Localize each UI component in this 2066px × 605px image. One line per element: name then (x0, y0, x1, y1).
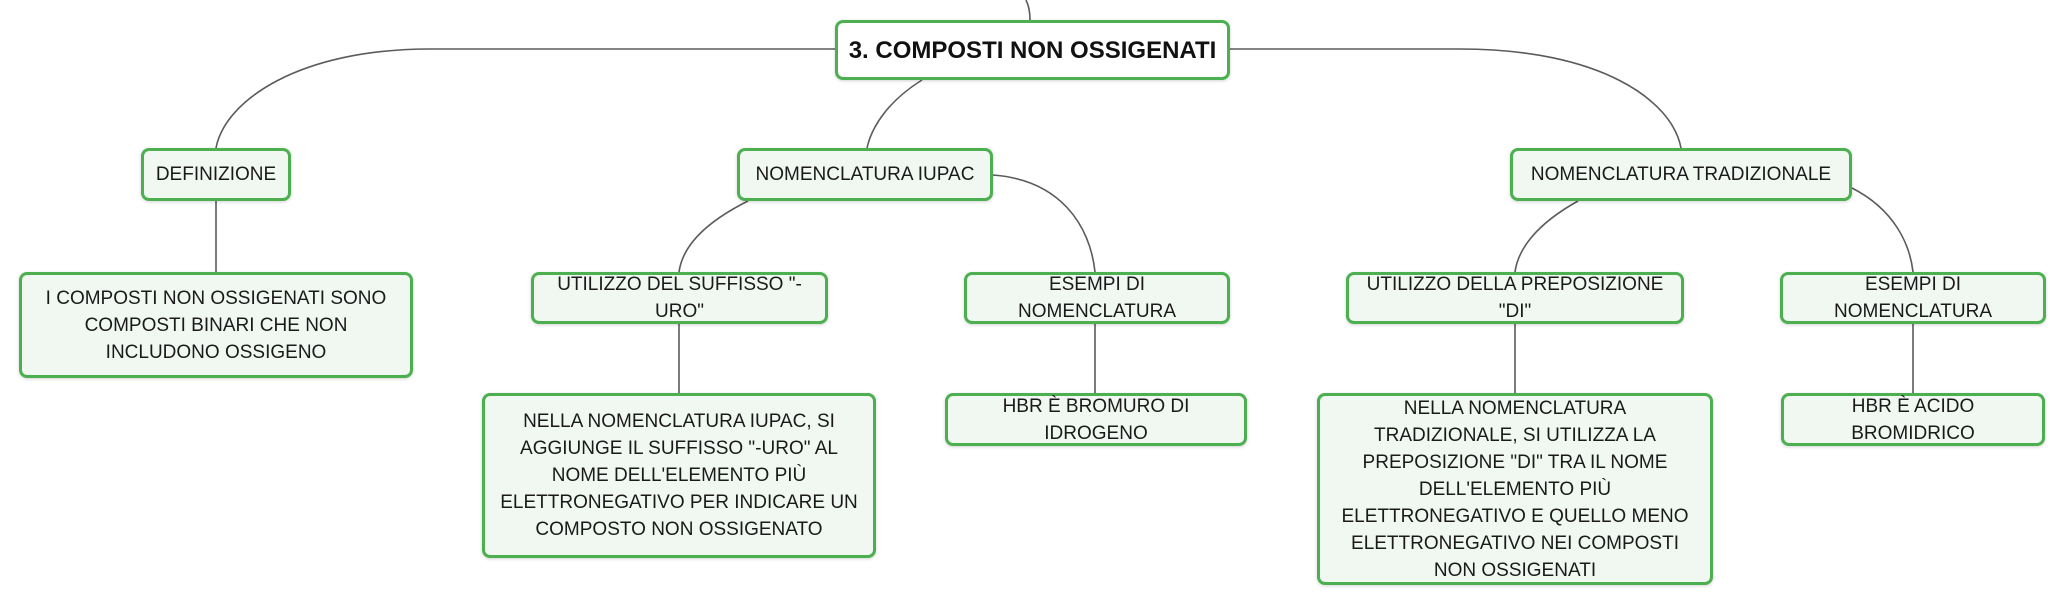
connector-trad-esempi (1851, 187, 1914, 273)
connector-iupac-esempi (992, 174, 1096, 273)
topic-nomenclatura-iupac[interactable]: NOMENCLATURA IUPAC (737, 148, 993, 201)
topic-iupac-suffisso-label: UTILIZZO DEL SUFFISSO "-URO" (557, 274, 802, 322)
topic-trad-esempi[interactable]: ESEMPI DI NOMENCLATURA (1780, 272, 2046, 324)
topic-definizione-label: DEFINIZIONE (155, 164, 277, 185)
topic-iupac-suffisso-text[interactable]: NELLA NOMENCLATURA IUPAC, SI AGGIUNGE IL… (482, 393, 876, 558)
topic-iupac-esempi-text[interactable]: HBR È BROMURO DI IDROGENO (945, 393, 1247, 446)
topic-nomenclatura-iupac-label: NOMENCLATURA IUPAC (755, 164, 975, 185)
topic-definizione-text-label: I COMPOSTI NON OSSIGENATI SONO COMPOSTI … (45, 287, 387, 363)
topic-iupac-esempi[interactable]: ESEMPI DI NOMENCLATURA (964, 272, 1230, 324)
root-topic-label: 3. COMPOSTI NON OSSIGENATI (848, 36, 1217, 64)
connector-root-tradizionale (1230, 48, 1682, 149)
topic-definizione-text[interactable]: I COMPOSTI NON OSSIGENATI SONO COMPOSTI … (19, 272, 413, 378)
topic-iupac-esempi-label: ESEMPI DI NOMENCLATURA (1018, 274, 1176, 322)
connector-root-definizione (215, 48, 835, 149)
topic-iupac-suffisso-text-label: NELLA NOMENCLATURA IUPAC, SI AGGIUNGE IL… (500, 411, 858, 540)
topic-nomenclatura-tradizionale-label: NOMENCLATURA TRADIZIONALE (1530, 164, 1832, 185)
topic-trad-preposizione-text-label: NELLA NOMENCLATURA TRADIZIONALE, SI UTIL… (1341, 397, 1689, 581)
topic-trad-esempi-text[interactable]: HBR È ACIDO BROMIDRICO (1781, 393, 2045, 446)
topic-trad-preposizione-text[interactable]: NELLA NOMENCLATURA TRADIZIONALE, SI UTIL… (1317, 393, 1713, 585)
connector-trad-preposizione (1514, 200, 1579, 273)
connector-root-iupac (866, 79, 923, 149)
topic-nomenclatura-tradizionale[interactable]: NOMENCLATURA TRADIZIONALE (1510, 148, 1852, 201)
topic-trad-preposizione[interactable]: UTILIZZO DELLA PREPOSIZIONE "DI" (1346, 272, 1684, 324)
topic-trad-esempi-text-label: HBR È ACIDO BROMIDRICO (1851, 395, 1975, 444)
topic-iupac-suffisso[interactable]: UTILIZZO DEL SUFFISSO "-URO" (531, 272, 828, 324)
connector-root-parent (1025, 0, 1031, 21)
topic-definizione[interactable]: DEFINIZIONE (141, 148, 291, 201)
topic-iupac-esempi-text-label: HBR È BROMURO DI IDROGENO (1002, 395, 1190, 444)
root-topic[interactable]: 3. COMPOSTI NON OSSIGENATI (835, 20, 1230, 80)
topic-trad-preposizione-label: UTILIZZO DELLA PREPOSIZIONE "DI" (1366, 274, 1664, 322)
connector-iupac-suffix (678, 200, 749, 273)
topic-trad-esempi-label: ESEMPI DI NOMENCLATURA (1834, 274, 1992, 322)
